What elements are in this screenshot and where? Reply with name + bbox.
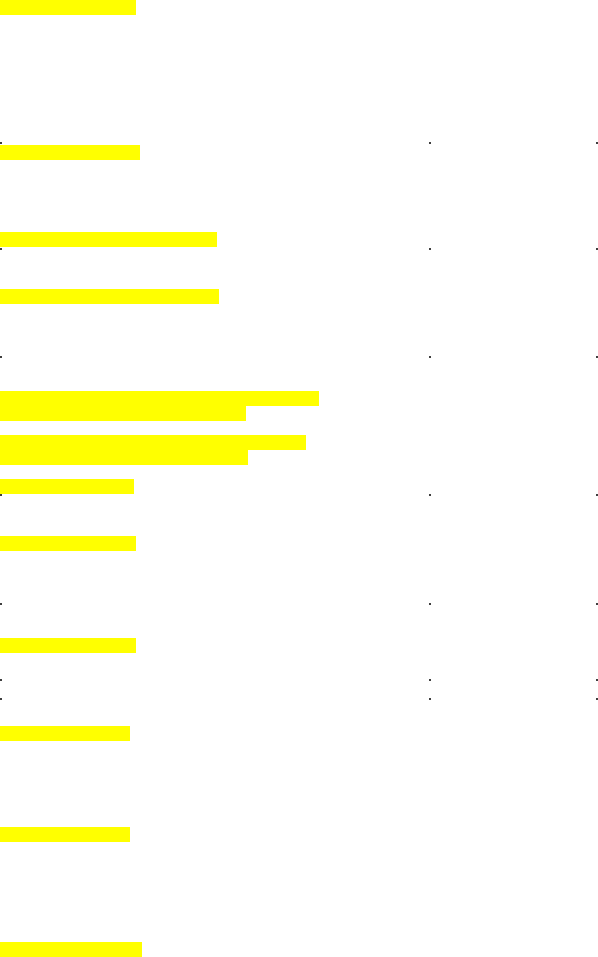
- marker-row-1-dot-3: [596, 142, 598, 144]
- marker-row-5-dot-2: [429, 603, 431, 605]
- marker-row-7-dot-2: [429, 698, 431, 700]
- marker-row-5-dot-3: [596, 603, 598, 605]
- highlight-bar-3: [0, 232, 217, 247]
- highlight-bar-7: [0, 435, 306, 450]
- marker-row-6-dot-2: [429, 679, 431, 681]
- highlight-bar-11: [0, 638, 136, 653]
- marker-row-7-dot-3: [596, 698, 598, 700]
- highlight-bar-13: [0, 827, 130, 842]
- highlight-bar-6: [0, 406, 246, 421]
- marker-row-3-dot-3: [596, 356, 598, 358]
- marker-row-3-dot-2: [429, 356, 431, 358]
- highlight-bar-1: [0, 0, 136, 15]
- highlight-bar-8: [0, 450, 248, 465]
- marker-row-7-dot-1: [0, 698, 2, 700]
- highlight-bar-10: [0, 536, 136, 551]
- highlight-bar-2: [0, 145, 140, 160]
- highlight-bar-12: [0, 726, 130, 741]
- marker-row-4-dot-1: [0, 494, 2, 496]
- marker-row-6-dot-3: [596, 679, 598, 681]
- marker-row-6-dot-1: [0, 679, 2, 681]
- highlight-bar-14: [0, 942, 142, 957]
- marker-row-2-dot-2: [429, 248, 431, 250]
- marker-row-1-dot-2: [429, 142, 431, 144]
- marker-row-4-dot-2: [429, 494, 431, 496]
- highlight-bar-5: [0, 391, 319, 406]
- marker-row-4-dot-3: [596, 494, 598, 496]
- marker-row-5-dot-1: [0, 603, 2, 605]
- highlight-bar-9: [0, 479, 134, 494]
- marker-row-3-dot-1: [0, 356, 2, 358]
- marker-row-2-dot-3: [596, 248, 598, 250]
- marker-row-2-dot-1: [0, 248, 2, 250]
- highlight-bar-4: [0, 289, 219, 304]
- marker-row-1-dot-1: [0, 142, 2, 144]
